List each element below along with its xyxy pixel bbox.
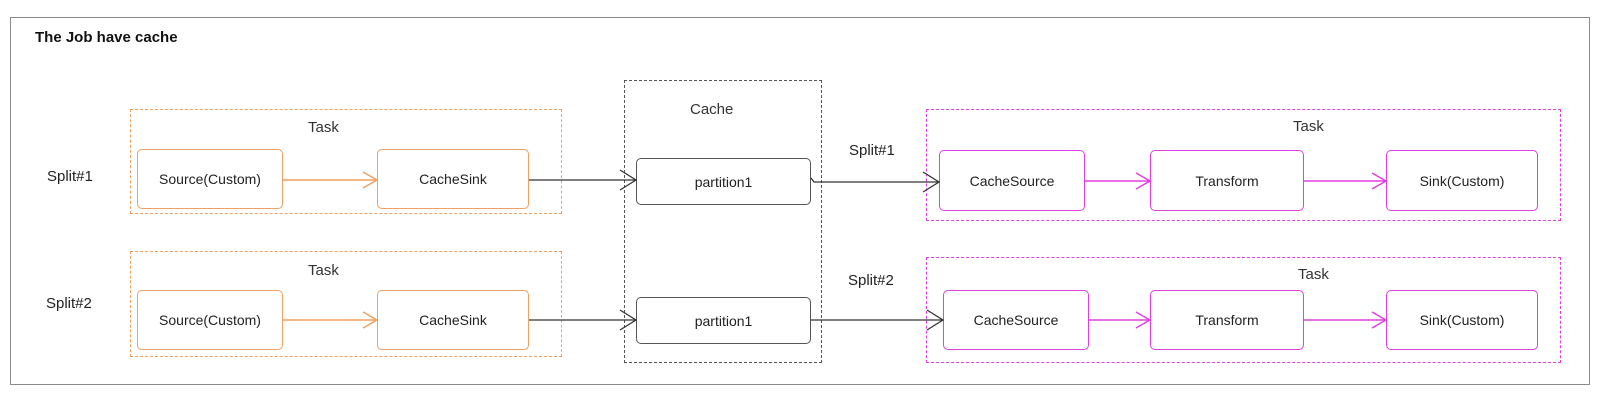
split-label-2: Split#2 <box>46 295 92 312</box>
edge-source-to-cachesink-2 <box>283 311 379 329</box>
transform-node-1: Transform <box>1150 150 1304 211</box>
edge-partition-to-cachesource-1 <box>810 171 941 193</box>
partition-node-2: partition1 <box>636 297 811 344</box>
cache-sink-node-2: CacheSink <box>377 290 529 350</box>
sink-custom-node-1: Sink(Custom) <box>1386 150 1538 211</box>
cache-sink-node-1: CacheSink <box>377 149 529 209</box>
diagram-frame <box>10 17 1590 385</box>
split-label-right-2: Split#2 <box>848 272 894 289</box>
edge-source-to-cachesink-1 <box>283 171 379 189</box>
cache-title: Cache <box>690 101 734 118</box>
cache-source-node-1: CacheSource <box>939 150 1085 211</box>
producer-task-group-2 <box>130 251 562 357</box>
consumer-task-title-2: Task <box>1298 266 1329 283</box>
cache-source-node-2: CacheSource <box>943 290 1089 350</box>
producer-task-title-2: Task <box>308 262 339 279</box>
edge-cachesource-to-transform-1 <box>1085 172 1152 190</box>
consumer-task-title-1: Task <box>1293 118 1324 135</box>
edge-cachesource-to-transform-2 <box>1089 311 1152 329</box>
producer-task-group-1 <box>130 109 562 214</box>
transform-node-2: Transform <box>1150 290 1304 350</box>
consumer-task-group-2 <box>926 257 1561 363</box>
partition-node-1: partition1 <box>636 158 811 205</box>
producer-task-title-1: Task <box>308 119 339 136</box>
edge-transform-to-sink-1 <box>1304 172 1388 190</box>
source-custom-node-2: Source(Custom) <box>137 290 283 350</box>
edge-partition-to-cachesource-2 <box>811 309 945 331</box>
diagram-title: The Job have cache <box>35 29 178 46</box>
edge-transform-to-sink-2 <box>1304 311 1388 329</box>
cache-group <box>624 80 822 363</box>
consumer-task-group-1 <box>926 109 1561 221</box>
split-label-1: Split#1 <box>47 168 93 185</box>
edge-cachesink-to-partition-1 <box>529 169 638 191</box>
source-custom-node-1: Source(Custom) <box>137 149 283 209</box>
edge-cachesink-to-partition-2 <box>529 309 638 331</box>
split-label-right-1: Split#1 <box>849 142 895 159</box>
